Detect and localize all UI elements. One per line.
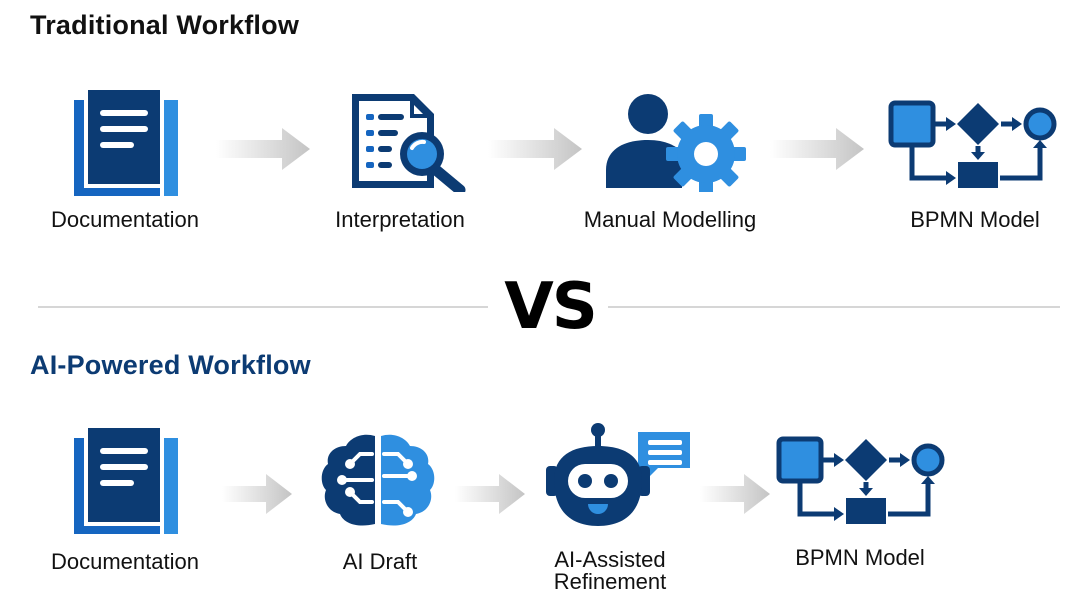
interpretation-icon xyxy=(350,92,466,192)
step-label: BPMN Model xyxy=(910,207,1040,232)
flow-arrow xyxy=(216,128,310,170)
flow-arrow xyxy=(770,128,864,170)
documentation-icon xyxy=(72,88,182,198)
step-label: AI-Assisted Refinement xyxy=(553,547,667,594)
step-label: BPMN Model xyxy=(795,545,925,570)
step-label: AI Draft xyxy=(342,549,418,574)
divider-line xyxy=(38,306,488,308)
ai-brain-icon xyxy=(318,432,438,530)
divider-line xyxy=(608,306,1060,308)
manual-modelling-icon xyxy=(604,92,746,192)
step-label: Documentation xyxy=(51,207,199,232)
flow-arrow xyxy=(222,474,292,514)
step-label: Documentation xyxy=(51,549,199,574)
bpmn-model-icon xyxy=(776,436,948,526)
traditional-workflow-title: Traditional Workflow xyxy=(30,10,300,40)
ai-robot-icon xyxy=(540,420,700,530)
ai-workflow-title: AI-Powered Workflow xyxy=(30,350,311,380)
flow-arrow xyxy=(700,474,770,514)
flow-arrow xyxy=(488,128,582,170)
vs-separator: VS xyxy=(0,270,1083,345)
documentation-icon xyxy=(72,426,182,536)
step-label: Manual Modelling xyxy=(583,207,757,232)
bpmn-model-icon xyxy=(888,100,1060,190)
flow-arrow xyxy=(455,474,525,514)
vs-text: VS xyxy=(504,270,598,344)
step-label: Interpretation xyxy=(335,207,465,232)
